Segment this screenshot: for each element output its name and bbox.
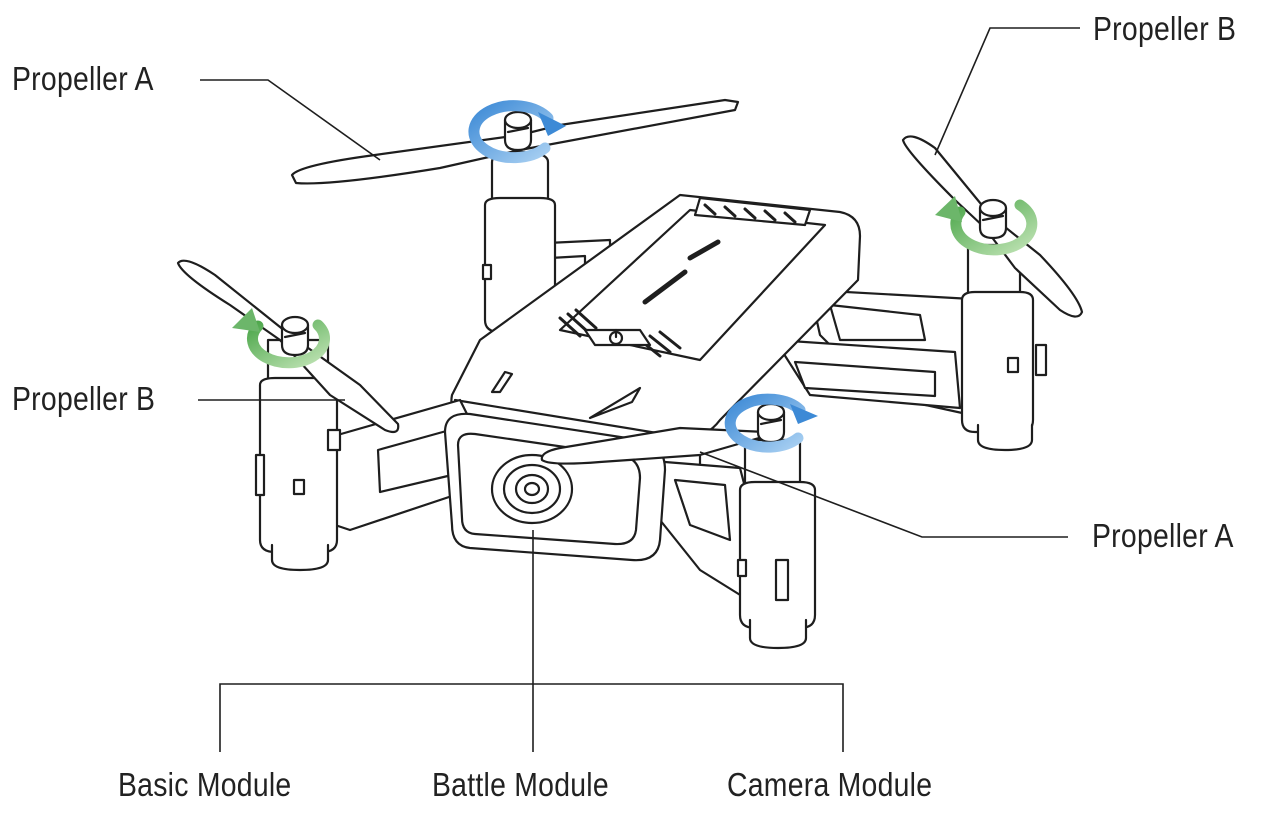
arrowhead-cw-front-right bbox=[790, 404, 818, 424]
label-camera-module: Camera Module bbox=[727, 766, 933, 803]
arm-rear-right bbox=[773, 288, 1002, 420]
label-propeller-b-top: Propeller B bbox=[1093, 10, 1237, 47]
rotation-arrow-ccw-front-left bbox=[247, 319, 330, 369]
label-basic-module: Basic Module bbox=[118, 766, 292, 803]
power-button bbox=[583, 328, 652, 347]
label-propeller-b-left: Propeller B bbox=[12, 380, 156, 417]
label-battle-module: Battle Module bbox=[432, 766, 609, 803]
prop-hub-front-right bbox=[756, 402, 786, 444]
prop-hub-rear-left bbox=[503, 110, 533, 152]
body-slots bbox=[642, 239, 721, 305]
arrowhead-ccw-front-left bbox=[232, 308, 260, 332]
rotation-arrow-cw-front-right bbox=[724, 393, 806, 453]
module-bracket bbox=[219, 683, 844, 752]
label-propeller-a-right: Propeller A bbox=[1092, 517, 1234, 554]
arrowhead-cw-rear-left bbox=[538, 112, 566, 136]
motor-rear-right bbox=[960, 243, 1048, 452]
propeller-front-right-blade bbox=[540, 426, 782, 465]
prop-hub-rear-right bbox=[978, 198, 1008, 240]
motor-front-left bbox=[254, 338, 342, 572]
rotation-arrow-cw-rear-left bbox=[468, 100, 554, 164]
rotation-arrow-ccw-rear-right bbox=[950, 199, 1038, 256]
prop-hub-front-left bbox=[280, 315, 310, 357]
leader-propeller-b-top bbox=[934, 27, 1080, 156]
motor-front-right bbox=[736, 438, 817, 650]
body-vents bbox=[558, 203, 797, 358]
leader-propeller-a-top bbox=[200, 79, 381, 161]
body-accent-right bbox=[588, 386, 642, 420]
arrowhead-ccw-rear-right bbox=[935, 196, 962, 222]
body-accent-left bbox=[490, 370, 514, 394]
leader-propeller-a-right bbox=[699, 451, 1068, 538]
label-propeller-a-top: Propeller A bbox=[12, 60, 154, 97]
